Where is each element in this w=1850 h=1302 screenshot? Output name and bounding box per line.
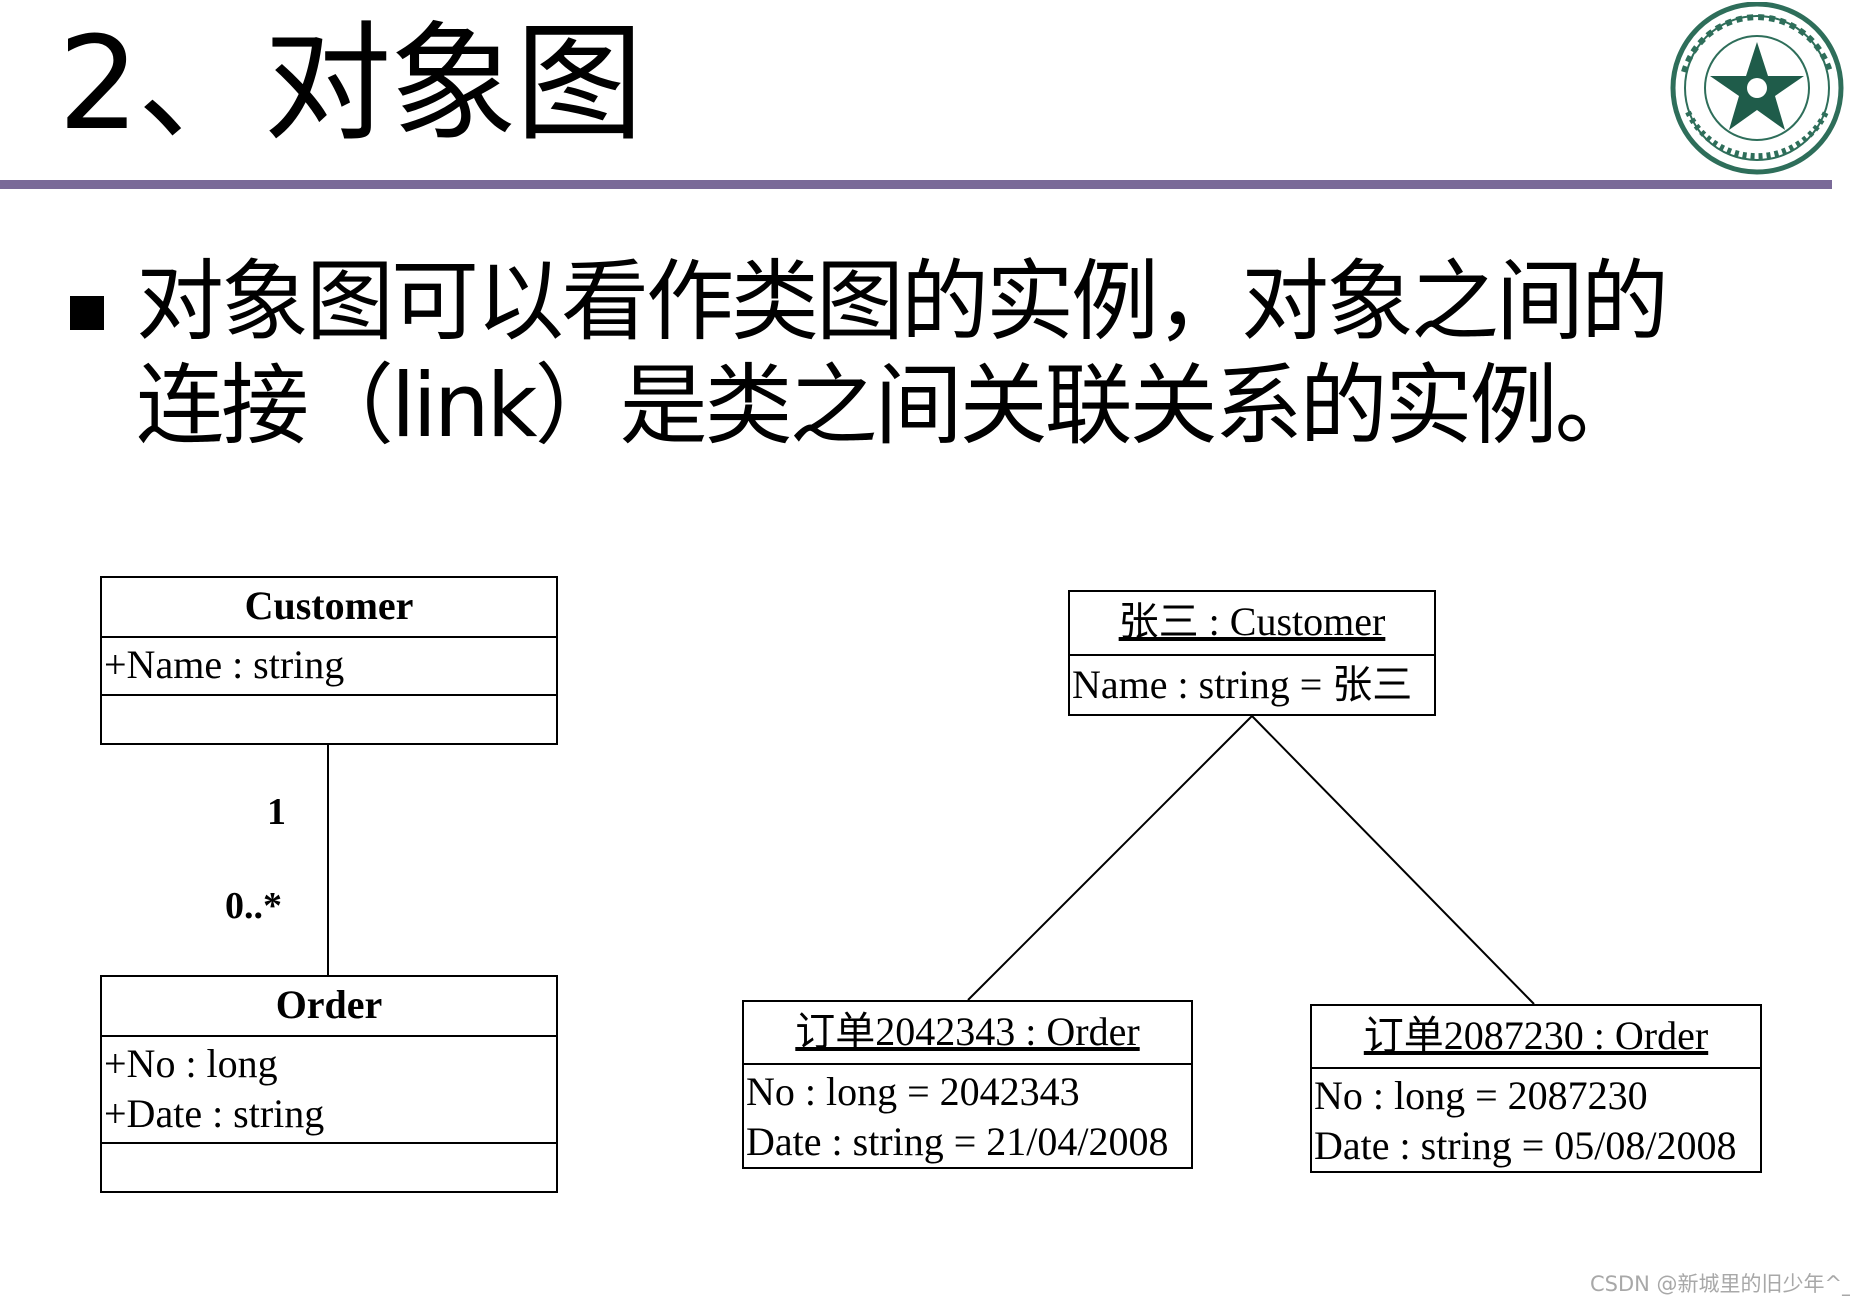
customer-object-attr-name: Name : string = 张三 bbox=[1072, 662, 1413, 707]
title-divider bbox=[0, 180, 1832, 189]
order-object-2-name: 订单2087230 : Order bbox=[1363, 1013, 1709, 1058]
order-object-1-attr-date: Date : string = 21/04/2008 bbox=[746, 1119, 1169, 1164]
multiplicity-many: 0..* bbox=[225, 885, 282, 927]
order-class-name: Order bbox=[275, 982, 383, 1027]
csdn-watermark: CSDN @新城里的旧少年^_^ bbox=[1590, 1272, 1850, 1296]
order-attr-no: +No : long bbox=[104, 1041, 278, 1086]
bullet-paragraph: 对象图可以看作类图的实例，对象之间的 连接（link）是类之间关联关系的实例。 bbox=[136, 250, 1736, 458]
customer-attributes: +Name : string bbox=[102, 636, 556, 694]
order-object-1-name: 订单2042343 : Order bbox=[795, 1009, 1140, 1054]
bullet-line-1: 对象图可以看作类图的实例，对象之间的 bbox=[136, 250, 1669, 353]
link-line-left bbox=[967, 715, 1253, 1001]
order-class-box: Order +No : long +Date : string bbox=[100, 975, 558, 1193]
multiplicity-one: 1 bbox=[267, 791, 286, 833]
university-seal-logo bbox=[1670, 2, 1844, 175]
customer-class-name: Customer bbox=[244, 583, 414, 628]
order-object-2-attr-no: No : long = 2087230 bbox=[1314, 1073, 1648, 1118]
customer-operations bbox=[102, 694, 556, 743]
order-object-1-attributes: No : long = 2042343 Date : string = 21/0… bbox=[744, 1063, 1191, 1167]
customer-object-attributes: Name : string = 张三 bbox=[1070, 654, 1434, 714]
order-attributes: +No : long +Date : string bbox=[102, 1035, 556, 1142]
order-object-1-box: 订单2042343 : Order No : long = 2042343 Da… bbox=[742, 1000, 1193, 1169]
page-title: 2、对象图 bbox=[58, 10, 643, 159]
order-attr-date: +Date : string bbox=[104, 1091, 325, 1136]
customer-class-box: Customer +Name : string bbox=[100, 576, 558, 745]
order-object-2-attributes: No : long = 2087230 Date : string = 05/0… bbox=[1312, 1067, 1760, 1171]
customer-object-box: 张三 : Customer Name : string = 张三 bbox=[1068, 590, 1436, 716]
customer-attr-name: +Name : string bbox=[104, 642, 345, 687]
order-object-2-attr-date: Date : string = 05/08/2008 bbox=[1314, 1123, 1737, 1168]
order-object-1-attr-no: No : long = 2042343 bbox=[746, 1069, 1080, 1114]
bullet-square-icon bbox=[70, 296, 104, 330]
bullet-line-2: 连接（link）是类之间关联关系的实例。 bbox=[136, 354, 1643, 457]
order-operations bbox=[102, 1142, 556, 1191]
customer-object-name: 张三 : Customer bbox=[1118, 599, 1386, 644]
link-line-right bbox=[1251, 715, 1535, 1005]
order-object-2-box: 订单2087230 : Order No : long = 2087230 Da… bbox=[1310, 1004, 1762, 1173]
